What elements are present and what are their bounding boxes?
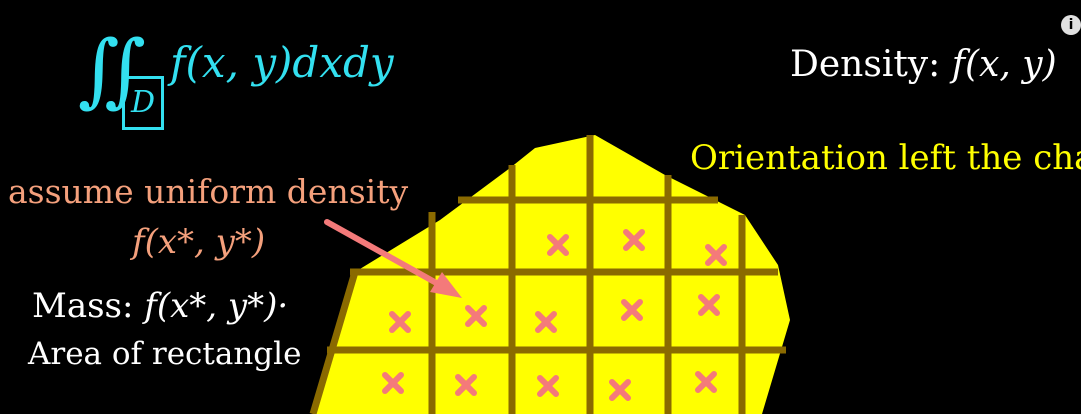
double-integral-sign: ∬	[78, 23, 146, 116]
sample-markers	[382, 229, 727, 401]
sample-marker-stroke	[621, 299, 643, 321]
sample-marker	[705, 244, 727, 266]
arrow-shaft	[324, 219, 443, 288]
sample-marker	[537, 375, 559, 397]
orientation-note: Orientation left the chat	[690, 138, 1081, 178]
sample-marker-stroke	[382, 372, 404, 394]
sample-marker	[695, 371, 717, 393]
double-integral-formula: ∬ D f(x, y)dxdy	[78, 20, 418, 130]
density-label: Density: f(x, y)	[790, 44, 1057, 85]
pointer-arrow	[324, 219, 462, 298]
sample-marker	[621, 299, 643, 321]
sample-marker-stroke	[695, 371, 717, 393]
sample-marker-stroke	[705, 244, 727, 266]
arrow-head	[430, 272, 462, 298]
sample-marker-stroke	[609, 379, 631, 401]
area-of-rectangle-label: Area of rectangle	[28, 336, 302, 372]
mass-expression: f(x*, y*)·	[144, 286, 289, 326]
density-label-text: Density:	[790, 44, 941, 85]
sample-marker-stroke	[389, 311, 411, 333]
mass-label: Mass: f(x*, y*)·	[32, 286, 288, 326]
mass-label-text: Mass:	[32, 286, 134, 326]
sample-marker-stroke	[623, 229, 645, 251]
sample-marker	[389, 311, 411, 333]
sample-marker-stroke	[547, 234, 569, 256]
region-label-box: D	[122, 76, 164, 130]
grid-line	[309, 271, 359, 414]
sample-marker-stroke	[535, 311, 557, 333]
integrand: f(x, y)dxdy	[170, 38, 394, 87]
uniform-density-note: assume uniform density	[8, 172, 409, 211]
sample-marker	[609, 379, 631, 401]
sample-marker	[455, 374, 477, 396]
uniform-density-expression: f(x*, y*)	[132, 222, 266, 262]
sample-marker-stroke	[698, 294, 720, 316]
sample-marker	[382, 372, 404, 394]
sample-marker-stroke	[465, 305, 487, 327]
sample-marker-stroke	[455, 374, 477, 396]
sample-marker	[698, 294, 720, 316]
sample-marker	[623, 229, 645, 251]
sample-marker	[535, 311, 557, 333]
info-icon[interactable]: i	[1061, 15, 1081, 35]
sample-marker-stroke	[537, 375, 559, 397]
sample-marker	[465, 305, 487, 327]
density-expression: f(x, y)	[951, 44, 1057, 85]
sample-marker	[547, 234, 569, 256]
